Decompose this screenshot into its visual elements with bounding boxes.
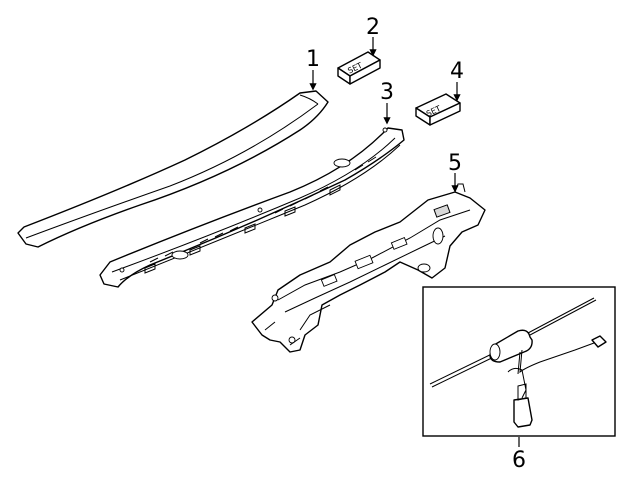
part-4-set-box: SET	[415, 93, 461, 126]
callout-4: 4	[450, 59, 464, 84]
callout-3: 3	[380, 80, 394, 105]
part-1-spoiler	[17, 90, 329, 248]
part-5-frame	[251, 183, 486, 353]
part-3-bracket	[99, 127, 405, 288]
callout-6: 6	[512, 448, 526, 473]
callout-leaders	[309, 37, 520, 447]
callout-1: 1	[306, 47, 320, 72]
part-2-set-box: SET	[337, 51, 381, 85]
part-6-inset	[422, 286, 616, 437]
callout-5: 5	[448, 151, 462, 176]
callout-2: 2	[366, 15, 380, 40]
